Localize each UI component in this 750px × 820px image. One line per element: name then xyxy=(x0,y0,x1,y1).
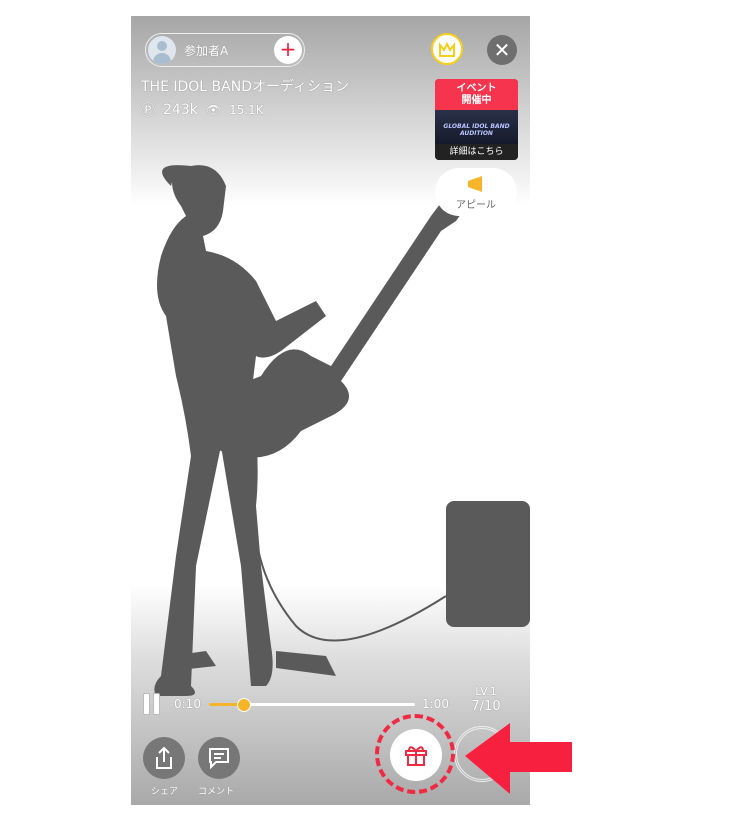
close-button[interactable]: ✕ xyxy=(487,35,517,65)
share-icon xyxy=(156,746,172,769)
level-label: LV.1 xyxy=(475,685,497,698)
user-name: 参加者A xyxy=(184,44,229,58)
comment-button[interactable] xyxy=(198,737,240,779)
slider-knob[interactable] xyxy=(237,698,252,712)
event-line1: GLOBAL IDOL BAND xyxy=(443,123,510,130)
highlight-ring xyxy=(375,714,455,794)
level-count: 7/10 xyxy=(471,699,501,714)
current-time: 0:10 xyxy=(174,697,201,711)
share-label: シェア xyxy=(151,787,179,797)
stream-title: THE IDOL BANDオーディション xyxy=(141,79,350,95)
share-button[interactable] xyxy=(143,737,185,779)
megaphone-icon xyxy=(468,176,482,192)
appeal-button[interactable]: アピール xyxy=(435,168,517,216)
points-icon: Ⓟ xyxy=(141,103,155,119)
gift-icon xyxy=(405,746,427,766)
stream-stats: Ⓟ 243k 👁 15.1K xyxy=(141,100,264,120)
points-count: 243k xyxy=(163,102,198,118)
avatar xyxy=(148,36,176,64)
comment-icon xyxy=(209,748,229,769)
pause-button[interactable] xyxy=(143,693,160,715)
live-stream-screen: 参加者A + THE IDOL BANDオーディション Ⓟ 243k 👁 15.1K… xyxy=(131,16,530,805)
close-icon: ✕ xyxy=(493,38,511,62)
plus-icon: + xyxy=(279,37,297,61)
pointer-arrow-icon xyxy=(465,723,572,794)
follow-button[interactable]: + xyxy=(274,36,302,64)
event-details-link[interactable]: 詳細はこちら xyxy=(435,144,518,160)
view-count: 15.1K xyxy=(229,103,264,117)
progress-slider[interactable] xyxy=(209,698,415,712)
user-pill[interactable]: 参加者A + xyxy=(145,33,305,67)
crown-icon xyxy=(439,41,455,57)
eye-icon: 👁 xyxy=(205,103,222,117)
comment-label: コメント xyxy=(198,787,235,797)
appeal-label: アピール xyxy=(456,200,496,211)
gift-button[interactable] xyxy=(390,729,442,781)
event-banner-header: イベント 開催中 xyxy=(435,79,518,110)
event-line2: AUDITION xyxy=(460,130,493,137)
end-time: 1:00 xyxy=(422,697,449,711)
guitarist-silhouette xyxy=(154,165,530,696)
ranking-button[interactable] xyxy=(431,33,463,65)
